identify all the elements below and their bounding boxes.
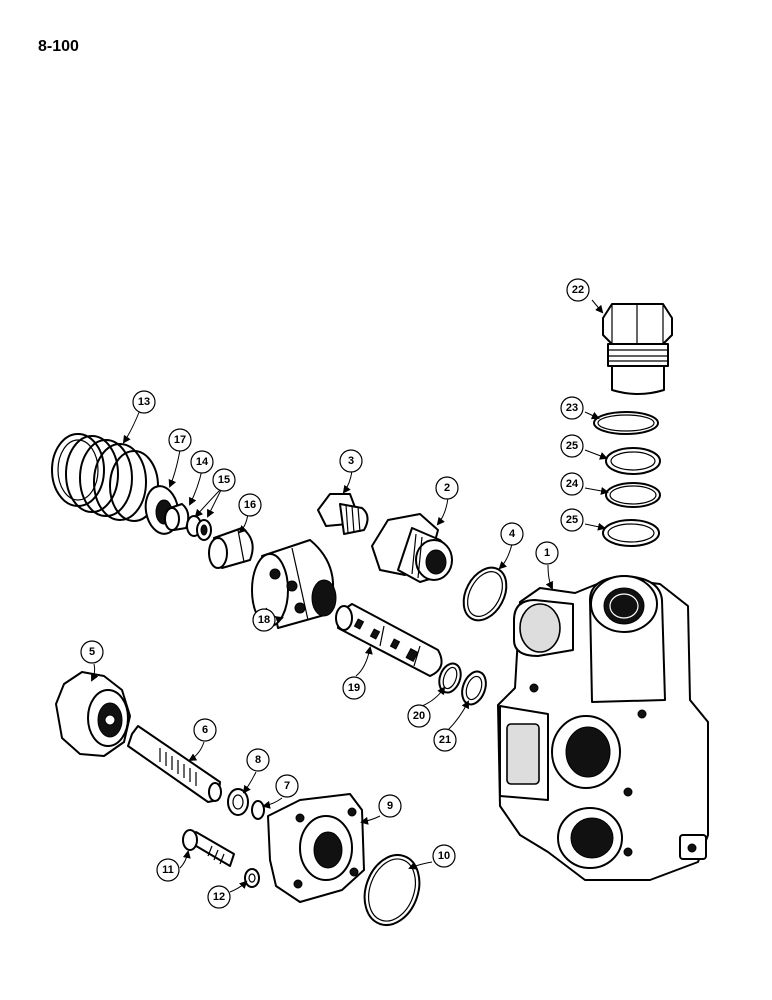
callout-25-upper: 25 — [560, 434, 584, 458]
part-ring-25-upper — [605, 447, 661, 475]
part-cover-9 — [267, 793, 365, 903]
svg-text:18: 18 — [258, 614, 270, 626]
svg-text:19: 19 — [348, 682, 360, 694]
svg-text:22: 22 — [572, 284, 584, 296]
callout-20: 20 — [407, 704, 431, 728]
callout-8: 8 — [246, 748, 270, 772]
part-o-ring-10 — [363, 854, 421, 926]
part-o-ring-4 — [462, 566, 508, 622]
svg-text:9: 9 — [387, 800, 393, 812]
callout-24: 24 — [560, 472, 584, 496]
callout-19: 19 — [342, 676, 366, 700]
svg-text:7: 7 — [284, 780, 290, 792]
callout-4: 4 — [500, 522, 524, 546]
svg-text:12: 12 — [213, 891, 225, 903]
part-washer-12 — [244, 868, 260, 888]
callout-7: 7 — [275, 774, 299, 798]
svg-text:25: 25 — [566, 440, 578, 452]
part-valve-body-1 — [497, 575, 709, 881]
part-ring-25-lower — [602, 519, 660, 547]
callout-16: 16 — [238, 493, 262, 517]
page-number: 8-100 — [38, 38, 79, 55]
callout-25-lower: 25 — [560, 508, 584, 532]
svg-text:6: 6 — [202, 724, 208, 736]
part-cap-16 — [208, 527, 254, 569]
part-bolt-11 — [182, 829, 235, 867]
callout-13: 13 — [132, 390, 156, 414]
svg-text:15: 15 — [218, 474, 230, 486]
svg-text:16: 16 — [244, 499, 256, 511]
part-plug-3 — [317, 493, 369, 535]
callout-22: 22 — [566, 278, 590, 302]
svg-text:8: 8 — [255, 754, 261, 766]
callout-11: 11 — [156, 858, 180, 882]
svg-text:25: 25 — [566, 514, 578, 526]
part-ring-24 — [605, 482, 661, 508]
callout-10: 10 — [432, 844, 456, 868]
part-ring-23 — [593, 411, 659, 435]
part-rings-15 — [186, 515, 212, 541]
callout-14: 14 — [190, 450, 214, 474]
svg-text:13: 13 — [138, 396, 150, 408]
svg-text:23: 23 — [566, 402, 578, 414]
svg-text:3: 3 — [348, 455, 354, 467]
svg-text:4: 4 — [509, 528, 516, 540]
svg-text:20: 20 — [413, 710, 425, 722]
part-o-ring-7 — [251, 800, 265, 820]
svg-text:11: 11 — [162, 864, 174, 876]
callout-17: 17 — [168, 428, 192, 452]
svg-text:17: 17 — [174, 434, 186, 446]
part-seal-21 — [461, 670, 487, 706]
callout-6: 6 — [193, 718, 217, 742]
part-spring-13 — [51, 433, 159, 522]
svg-text:24: 24 — [566, 478, 579, 490]
svg-text:10: 10 — [438, 850, 450, 862]
callout-23: 23 — [560, 396, 584, 420]
part-screw-6 — [127, 725, 222, 803]
part-fitting-2 — [371, 513, 453, 583]
svg-text:2: 2 — [444, 482, 450, 494]
svg-text:5: 5 — [89, 646, 95, 658]
callout-5: 5 — [80, 640, 104, 664]
svg-text:1: 1 — [544, 547, 550, 559]
callout-2: 2 — [435, 476, 459, 500]
part-spool-19 — [335, 603, 443, 677]
callout-12: 12 — [207, 885, 231, 909]
part-knob-5 — [55, 671, 131, 757]
part-washer-8 — [227, 788, 249, 816]
leader-lines — [91, 299, 609, 893]
callout-18: 18 — [252, 608, 276, 632]
part-plug-22 — [602, 303, 673, 395]
part-spool-housing-18 — [251, 539, 337, 629]
callout-9: 9 — [378, 794, 402, 818]
svg-text:21: 21 — [439, 734, 451, 746]
part-sleeve-14 — [164, 503, 190, 531]
svg-text:14: 14 — [196, 456, 209, 468]
callout-21: 21 — [433, 728, 457, 752]
callout-15: 15 — [212, 468, 236, 492]
callout-3: 3 — [339, 449, 363, 473]
callout-1: 1 — [535, 541, 559, 565]
